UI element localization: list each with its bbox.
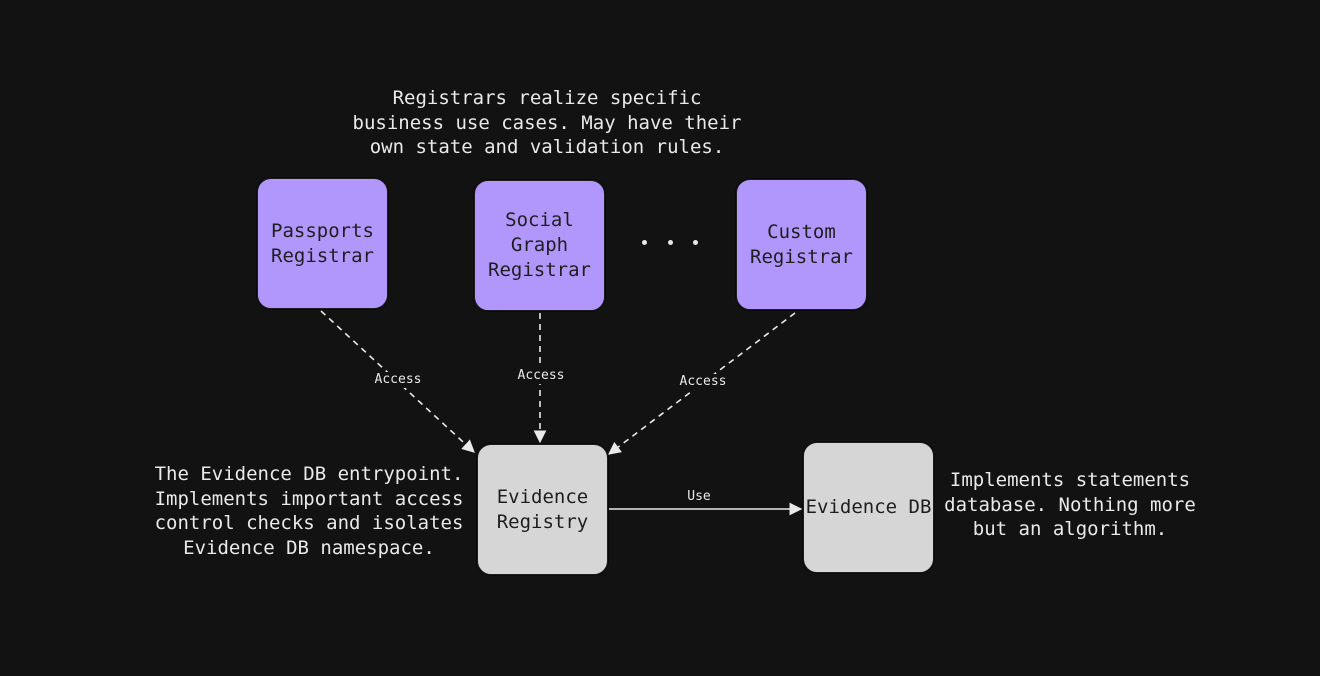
passports-registrar-label: Passports Registrar	[271, 219, 374, 267]
registry-note: The Evidence DB entrypoint. Implements i…	[154, 463, 464, 559]
custom-registrar-node[interactable]: Custom Registrar	[736, 179, 867, 310]
ellipsis-dot	[693, 239, 698, 245]
evidence-registry-label: Evidence Registry	[496, 485, 589, 533]
social-access-label: Access	[515, 368, 567, 384]
social-graph-registrar-label: Social Graph Registrar	[488, 209, 591, 281]
evidence-db-node[interactable]: Evidence DB	[803, 442, 934, 573]
more-registrars-ellipsis	[642, 232, 698, 252]
ellipsis-dot	[642, 239, 647, 245]
custom-registrar-label: Custom Registrar	[750, 220, 853, 268]
evidence-registry-node[interactable]: Evidence Registry	[477, 444, 608, 575]
use-label: Use	[685, 489, 713, 505]
passports-registrar-node[interactable]: Passports Registrar	[257, 178, 388, 309]
custom-access-label: Access	[677, 374, 729, 390]
ellipsis-dot	[667, 239, 673, 245]
social-graph-registrar-node[interactable]: Social Graph Registrar	[474, 180, 605, 311]
db-note: Implements statements database. Nothing …	[944, 469, 1196, 540]
registrars-note: Registrars realize specific business use…	[352, 87, 742, 158]
passports-access-label: Access	[372, 372, 424, 388]
evidence-db-label: Evidence DB	[805, 496, 932, 518]
